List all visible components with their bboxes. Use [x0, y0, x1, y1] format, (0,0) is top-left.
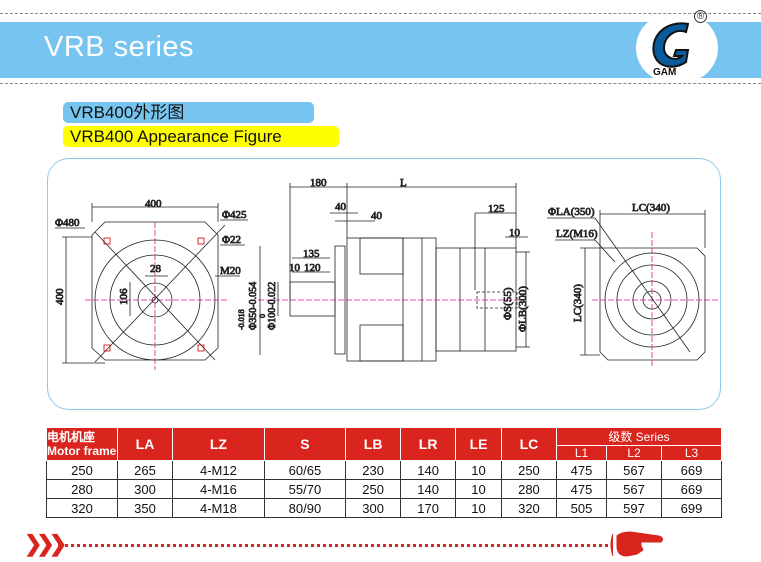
dim-LC-width: LC(340) — [632, 202, 670, 214]
col-lr: LR — [400, 427, 457, 461]
dim-key: 28 — [150, 263, 162, 275]
dim-120: 120 — [304, 262, 321, 274]
table-cell: 699 — [661, 498, 722, 518]
dim-d480: Φ480 — [55, 217, 80, 229]
table-cell: 140 — [400, 460, 457, 480]
table-cell: 10 — [455, 498, 502, 518]
front-view: 400 Φ480 Φ425 Φ22 M20 28 400 106 — [54, 198, 248, 370]
appearance-drawing: 400 Φ480 Φ425 Φ22 M20 28 400 106 180 L 4… — [54, 177, 718, 370]
header-band — [0, 22, 761, 78]
table-cell: 80/90 — [263, 498, 347, 518]
dim-d22: Φ22 — [222, 234, 241, 246]
dim-10: 10 — [509, 227, 521, 239]
dim-d350: Φ350-0.054 — [248, 282, 259, 330]
dim-180: 180 — [310, 177, 327, 189]
dim-d425: Φ425 — [222, 209, 247, 221]
dim-LZ: LZ(M16) — [556, 228, 598, 240]
table-cell: 567 — [606, 479, 662, 499]
col-series: 级数 Series — [556, 427, 722, 446]
dim-d100-tol: 0 — [258, 314, 267, 318]
table-cell: 4-M18 — [172, 498, 265, 518]
table-cell: 475 — [556, 479, 607, 499]
footer-dotted-line — [58, 544, 608, 547]
table-cell: 320 — [500, 498, 558, 518]
dim-40b: 40 — [371, 210, 383, 222]
table-cell: 265 — [116, 460, 174, 480]
dim-LA: ΦLA(350) — [548, 206, 595, 218]
table-cell: 250 — [46, 460, 118, 480]
dim-front-height: 400 — [54, 288, 66, 305]
table-cell: 320 — [46, 498, 118, 518]
table-cell: 140 — [400, 479, 457, 499]
table-cell: 669 — [661, 479, 722, 499]
table-cell: 669 — [661, 460, 722, 480]
col-s: S — [263, 427, 347, 461]
table-cell: 280 — [500, 479, 558, 499]
table-cell: 597 — [606, 498, 662, 518]
table-cell: 55/70 — [263, 479, 347, 499]
table-cell: 250 — [345, 479, 402, 499]
table-cell: 300 — [345, 498, 402, 518]
drawing-frame — [47, 158, 721, 410]
dim-front-width: 400 — [145, 198, 162, 210]
dim-10b: 10 — [289, 262, 301, 274]
table-cell: 350 — [116, 498, 174, 518]
table-cell: 475 — [556, 460, 607, 480]
dim-LC-height: LC(340) — [572, 284, 584, 322]
subtitle-en: VRB400 Appearance Figure — [63, 126, 339, 147]
dim-d100: Φ100-0.022 — [267, 282, 278, 330]
table-cell: 567 — [606, 460, 662, 480]
dim-S: ΦS(55) — [502, 287, 514, 320]
table-cell: 10 — [455, 460, 502, 480]
logo-text: GAM — [653, 67, 677, 78]
dim-106: 106 — [118, 288, 130, 305]
table-cell: 170 — [400, 498, 457, 518]
table-cell: 10 — [455, 479, 502, 499]
table-cell: 280 — [46, 479, 118, 499]
table-cell: 250 — [500, 460, 558, 480]
table-cell: 300 — [116, 479, 174, 499]
col-le: LE — [455, 427, 502, 461]
dim-d350-tol: -0.018 — [237, 309, 246, 330]
footer-chevrons-icon: ❯❯❯ — [24, 531, 67, 556]
subtitle-cn: VRB400外形图 — [63, 102, 314, 123]
logo-g-icon — [652, 22, 690, 68]
dim-125: 125 — [488, 203, 505, 215]
dim-40a: 40 — [335, 201, 347, 213]
table-cell: 4-M16 — [172, 479, 265, 499]
rear-view: ΦLA(350) LZ(M16) LC(340) LC(340) — [547, 202, 718, 368]
dim-LB: ΦLB(300) — [517, 286, 529, 332]
side-view: 180 L 40 40 125 10 135 120 10 Φ350-0.054… — [237, 177, 530, 362]
table-cell: 4-M12 — [172, 460, 265, 480]
col-l1: L1 — [556, 445, 607, 461]
table-cell: 230 — [345, 460, 402, 480]
table-cell: 60/65 — [263, 460, 347, 480]
col-l2: L2 — [606, 445, 662, 461]
gam-logo — [636, 14, 718, 82]
col-frame-cn: 电机机座 — [47, 430, 96, 444]
dim-L: L — [400, 177, 407, 189]
header-divider — [0, 83, 761, 84]
page-title: VRB series — [44, 31, 195, 63]
col-frame-en: Motor frame — [47, 444, 117, 458]
top-divider — [0, 13, 761, 14]
table-cell: 505 — [556, 498, 607, 518]
dim-135: 135 — [303, 248, 320, 260]
registered-mark: ® — [694, 10, 707, 23]
col-l3: L3 — [661, 445, 722, 461]
col-lb: LB — [345, 427, 402, 461]
dim-m20: M20 — [220, 265, 241, 277]
col-lc: LC — [500, 427, 558, 461]
pointing-hand-icon — [610, 531, 664, 557]
col-la: LA — [116, 427, 174, 461]
col-lz: LZ — [172, 427, 265, 461]
